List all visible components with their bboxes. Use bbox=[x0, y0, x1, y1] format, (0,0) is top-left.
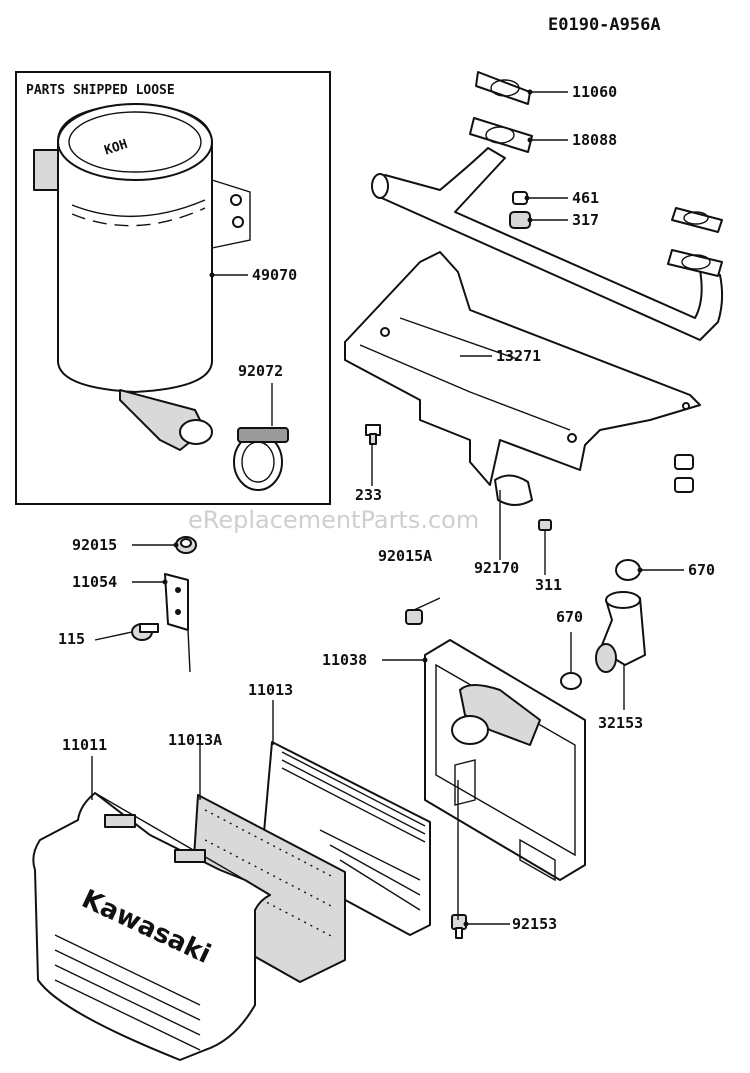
callout-labels: 11060 18088 461 317 49070 13271 92072 23… bbox=[58, 83, 715, 933]
callout-49070: 49070 bbox=[252, 266, 297, 284]
callout-13271: 13271 bbox=[496, 347, 541, 365]
elbow-92170 bbox=[494, 474, 533, 506]
exhaust-cover-13271 bbox=[344, 251, 701, 486]
callout-32153: 32153 bbox=[598, 714, 643, 732]
elbow-32153 bbox=[595, 591, 646, 673]
callout-92072: 92072 bbox=[238, 362, 283, 380]
muffler: KOH bbox=[33, 103, 251, 451]
leader-lines bbox=[91, 89, 684, 927]
nut-92015 bbox=[175, 536, 197, 554]
diagram-code: E0190-A956A bbox=[548, 15, 661, 35]
seal-670 bbox=[615, 559, 641, 581]
callout-670-lower: 670 bbox=[556, 608, 583, 626]
callout-11038: 11038 bbox=[322, 651, 367, 669]
bolt-92153 bbox=[451, 914, 467, 939]
nut-92015A bbox=[405, 609, 423, 625]
air-cleaner-base-11038 bbox=[424, 639, 586, 882]
callout-92153: 92153 bbox=[512, 915, 557, 933]
bolt-233 bbox=[365, 424, 381, 445]
bracket-11054 bbox=[164, 573, 191, 673]
bolt-115 bbox=[131, 623, 159, 641]
muffler-logo: KOH bbox=[103, 137, 130, 159]
callout-18088: 18088 bbox=[572, 131, 617, 149]
nut-317 bbox=[509, 211, 531, 229]
parts-shipped-loose-box: PARTS SHIPPED LOOSE bbox=[15, 71, 331, 505]
callout-11060: 11060 bbox=[572, 83, 617, 101]
exhaust-pipe-18088 bbox=[371, 117, 724, 341]
gasket-870 bbox=[560, 672, 582, 690]
callout-461: 461 bbox=[572, 189, 599, 207]
callout-670-upper: 670 bbox=[688, 561, 715, 579]
callout-233: 233 bbox=[355, 486, 382, 504]
callout-115: 115 bbox=[58, 630, 85, 648]
callout-92015: 92015 bbox=[72, 536, 117, 554]
callout-311: 311 bbox=[535, 576, 562, 594]
callout-92015A: 92015A bbox=[378, 547, 432, 565]
air-cleaner-cover-11011: Kawasaki bbox=[32, 792, 271, 1061]
box-title: PARTS SHIPPED LOOSE bbox=[26, 83, 175, 98]
callout-11013A: 11013A bbox=[168, 731, 222, 749]
callout-317: 317 bbox=[572, 211, 599, 229]
watermark: eReplacementParts.com bbox=[188, 506, 479, 534]
callout-11011: 11011 bbox=[62, 736, 107, 754]
exhaust-gasket-11060 bbox=[475, 71, 531, 105]
clamp bbox=[233, 427, 289, 491]
nuts-right bbox=[674, 454, 694, 493]
nut-311 bbox=[538, 519, 552, 531]
callout-11013: 11013 bbox=[248, 681, 293, 699]
callout-92170: 92170 bbox=[474, 559, 519, 577]
callout-11054: 11054 bbox=[72, 573, 117, 591]
